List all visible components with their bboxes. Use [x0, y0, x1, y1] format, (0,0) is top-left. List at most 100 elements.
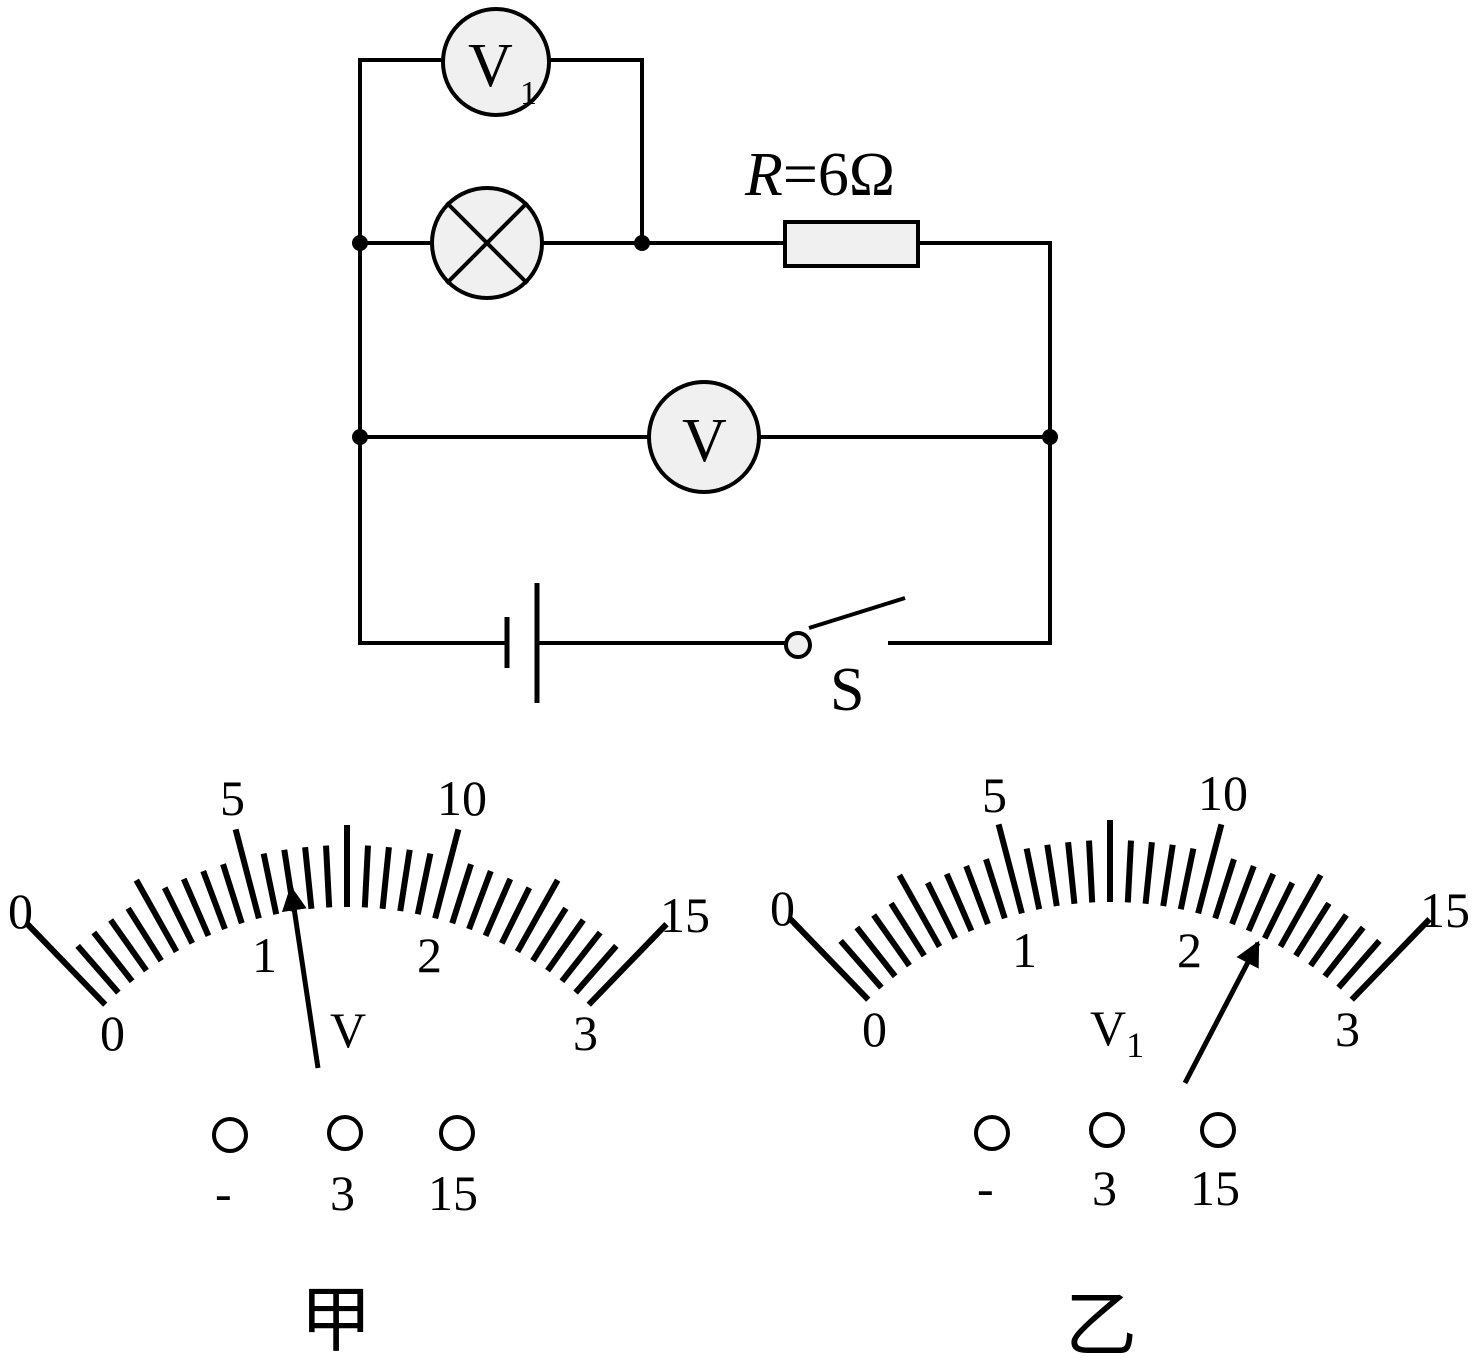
voltmeter-v1-subscript: 1: [520, 75, 537, 112]
junction-dots: [352, 235, 1058, 445]
medium-tick: [133, 878, 180, 954]
upper-scale-label: 0: [8, 883, 33, 939]
upper-scale-label: 5: [982, 767, 1007, 823]
switch: S: [784, 596, 906, 724]
minor-tick: [1044, 844, 1060, 907]
terminal-label: 15: [1190, 1160, 1240, 1216]
minor-tick: [260, 852, 280, 915]
lower-scale-label: 3: [1335, 1001, 1360, 1057]
wire-left: [358, 58, 507, 645]
minor-tick: [499, 886, 532, 945]
minor-tick: [361, 845, 371, 908]
switch-label: S: [830, 656, 864, 724]
medium-tick: [514, 878, 561, 954]
minor-tick: [1086, 840, 1096, 903]
terminal-label: 3: [1092, 1160, 1117, 1216]
minor-tick: [963, 864, 991, 926]
minor-tick: [943, 872, 975, 932]
meter-scale-ticks: [788, 820, 1432, 1002]
meter-name-main: V: [1090, 1000, 1126, 1056]
minor-tick: [1262, 881, 1295, 940]
lower-scale-label: 2: [1177, 922, 1202, 978]
minor-tick: [530, 906, 569, 963]
meter-name: V1: [1090, 1000, 1144, 1065]
upper-scale-label: 15: [660, 887, 710, 943]
terminal-15: [439, 1115, 475, 1151]
minor-tick: [449, 863, 474, 925]
minor-tick: [1124, 840, 1134, 903]
meter-caption: 甲: [300, 1281, 372, 1361]
minor-tick: [1336, 938, 1382, 990]
terminal-negative: [212, 1117, 248, 1153]
voltmeter-v-label: V: [682, 407, 727, 475]
meter-needle: [1182, 940, 1261, 1085]
terminal-negative: [974, 1115, 1010, 1151]
minor-tick: [1023, 847, 1043, 910]
meter-jia: 0 5 10 15 0 1 2 3 V - 3 15 甲: [8, 770, 710, 1361]
resistor-label: R=6Ω: [744, 141, 895, 209]
minor-tick: [1308, 913, 1349, 968]
minor-tick: [1293, 901, 1332, 958]
minor-tick: [466, 869, 494, 931]
minor-tick: [1322, 925, 1366, 979]
voltmeter-v: V: [647, 380, 761, 494]
minor-tick: [1160, 844, 1176, 907]
major-tick: [1195, 823, 1225, 915]
terminal-label: -: [215, 1165, 232, 1221]
meter-needle: [281, 885, 321, 1069]
terminal-3: [1089, 1112, 1125, 1148]
lamp: [430, 186, 544, 300]
upper-scale-label: 5: [220, 770, 245, 826]
meter-name-sub: 1: [1126, 1025, 1144, 1065]
minor-tick: [838, 938, 884, 990]
terminal-15: [1200, 1112, 1236, 1148]
terminal-3: [327, 1115, 363, 1151]
lower-scale-label: 1: [252, 927, 277, 983]
minor-tick: [1229, 864, 1257, 926]
minor-tick: [108, 918, 149, 973]
circuit: V 1 R=6Ω V: [352, 7, 1058, 724]
minor-tick: [91, 930, 135, 984]
minor-tick: [414, 852, 434, 915]
lower-scale-label: 2: [417, 927, 442, 983]
major-tick: [995, 823, 1025, 915]
minor-tick: [397, 849, 413, 912]
minor-tick: [302, 846, 315, 910]
minor-tick: [573, 943, 619, 995]
meter-caption: 乙: [1065, 1286, 1137, 1366]
upper-scale-label: 0: [770, 880, 795, 936]
meter-name: V: [330, 1002, 366, 1058]
minor-tick: [1177, 847, 1197, 910]
resistor-label-value: =6Ω: [783, 141, 895, 209]
resistor: [783, 220, 920, 268]
minor-tick: [559, 930, 603, 984]
minor-tick: [871, 913, 912, 968]
meter-scale-ticks: [25, 825, 669, 1007]
minor-tick: [180, 877, 212, 937]
major-tick: [232, 828, 262, 920]
resistor-label-var: R: [744, 141, 783, 209]
major-tick: [586, 922, 669, 1007]
lower-scale-label: 1: [1012, 922, 1037, 978]
upper-scale-label: 15: [1420, 882, 1470, 938]
voltmeter-v1: V 1: [441, 7, 551, 117]
terminal-label: 15: [428, 1165, 478, 1221]
terminal-label: -: [977, 1160, 994, 1216]
minor-tick: [379, 846, 392, 910]
minor-tick: [1245, 872, 1277, 932]
minor-tick: [125, 906, 164, 963]
minor-tick: [482, 877, 514, 937]
lower-scale-label: 0: [100, 1005, 125, 1061]
meter-yi: 0 5 10 15 0 1 2 3 V1 - 3 15 乙: [770, 765, 1470, 1366]
minor-tick: [854, 925, 898, 979]
medium-tick: [1277, 873, 1324, 949]
major-tick: [25, 922, 108, 1007]
lower-scale-label: 3: [573, 1005, 598, 1061]
minor-tick: [983, 858, 1008, 920]
major-tick: [1349, 917, 1432, 1002]
minor-tick: [925, 881, 958, 940]
minor-tick: [200, 869, 228, 931]
minor-tick: [75, 943, 121, 995]
minor-tick: [1065, 841, 1078, 905]
